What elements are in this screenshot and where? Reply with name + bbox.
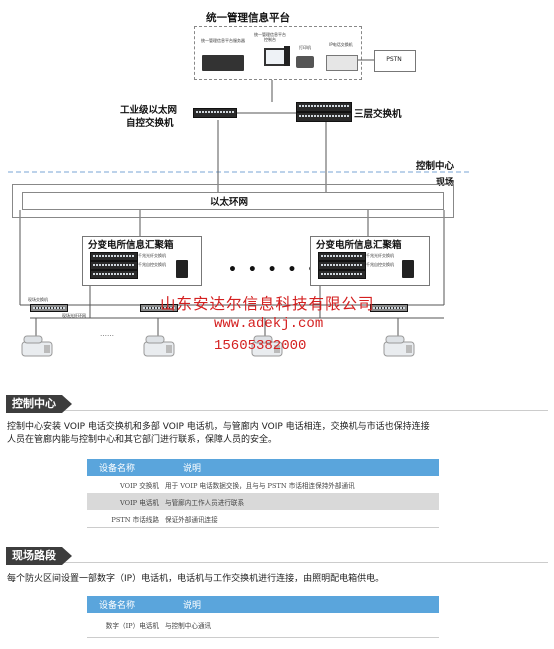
cabinet-right-title: 分变电所信息汇聚箱 [316, 240, 402, 251]
section1-text-line2: 人员在管廊内能与控制中心和其它部门进行联系，保障人员的安全。 [7, 435, 278, 445]
network-diagram-lines [8, 59, 470, 336]
field-switch-left [30, 304, 68, 312]
section1-heading: 控制中心 [6, 395, 72, 413]
table-row: PSTN 市话线路 保证外部通讯连接 [87, 510, 439, 528]
l3-switch-device-2 [296, 112, 352, 122]
cell-desc: 用于 VOIP 电话数据交换，且与与 PSTN 市话相连保持外部通讯 [165, 481, 355, 490]
section2-table: 设备名称 说明 数字（IP）电话机 与控制中心通讯 [87, 596, 439, 638]
fiber-ring-label: 现场光纤环网 [62, 313, 86, 318]
section2-divider [6, 562, 548, 563]
cell-device: 数字（IP）电话机 [105, 622, 159, 630]
control-center-label: 控制中心 [416, 161, 455, 172]
cabinet-left-switch-3 [90, 270, 138, 279]
watermark-company: 山东安达尔信息科技有限公司 [160, 295, 375, 313]
header-device-name: 设备名称 [99, 601, 136, 611]
cabinet-right-line-2: 千兆自控交换机 [366, 262, 394, 267]
server-label: 统一管理信息平台服务器 [201, 38, 245, 43]
cell-device: VOIP 电话机 [120, 498, 159, 507]
cabinet-left-line-1: 千兆光纤交换机 [138, 253, 166, 258]
section1-table: 设备名称 说明 VOIP 交换机 用于 VOIP 电话数据交换，且与与 PSTN… [87, 459, 439, 528]
ethernet-ring-outer [12, 184, 454, 218]
cabinet-left-switch-1 [90, 252, 138, 261]
ip-phone-icon-2 [143, 335, 175, 357]
cabinet-left-server-icon [176, 260, 188, 278]
ip-phone-switch-icon [326, 55, 358, 71]
section1-text-line1: 控制中心安装 VOIP 电话交换机和多部 VOIP 电话机，与管廊内 VOIP … [7, 422, 430, 432]
console-monitor-icon [264, 48, 286, 66]
ip-phone-switch-label: IP电话交换机 [329, 42, 353, 47]
table-row: 数字（IP）电话机 与控制中心通讯 [87, 613, 439, 638]
field-label: 现场 [436, 178, 455, 188]
section2-text: 每个防火区间设置一部数字（IP）电话机，电话机与工作交换机进行连接，由照明配电箱… [7, 574, 385, 584]
console-label: 统一管理信息平台控制台 [254, 32, 286, 42]
header-device-name: 设备名称 [99, 464, 136, 474]
cabinet-right-switch-2 [318, 261, 366, 270]
watermark-url: www.adekj.com [214, 316, 324, 332]
cabinet-left-line-2: 千兆自控交换机 [138, 262, 166, 267]
field-switch-right [370, 304, 408, 312]
ethernet-ring-inner [22, 192, 444, 210]
section1-divider [6, 410, 548, 411]
l3-switch-label: 三层交换机 [354, 109, 402, 120]
industrial-switch-label-1: 工业级以太网 [120, 105, 178, 116]
printer-label: 打印机 [299, 45, 311, 50]
table-row: VOIP 交换机 用于 VOIP 电话数据交换，且与与 PSTN 市话相连保持外… [87, 476, 439, 493]
cabinet-left-title: 分变电所信息汇聚箱 [88, 240, 174, 251]
header-description: 说明 [183, 601, 202, 611]
platform-box [194, 26, 362, 80]
cell-device: PSTN 市话线路 [111, 515, 159, 524]
ip-phone-icon-4 [383, 335, 415, 357]
field-switch-left-label: 现场交换机 [28, 297, 48, 302]
cabinet-right-server-icon [402, 260, 414, 278]
pstn-box [374, 50, 416, 72]
server-device [202, 55, 244, 71]
section2-heading: 现场路段 [6, 547, 72, 565]
cell-desc: 与控制中心通讯 [165, 622, 212, 630]
header-description: 说明 [183, 464, 202, 474]
printer-icon [296, 56, 314, 68]
industrial-switch-device [193, 108, 237, 118]
cabinet-right-line-1: 千兆光纤交换机 [366, 253, 394, 258]
section2-table-header: 设备名称 说明 [87, 596, 439, 613]
cabinet-right-switch-3 [318, 270, 366, 279]
more-cabinets-dots: • • • • • • [228, 262, 340, 278]
platform-title: 统一管理信息平台 [206, 12, 290, 24]
cabinet-left-switch-2 [90, 261, 138, 270]
section1-table-header: 设备名称 说明 [87, 459, 439, 476]
l3-switch-device [296, 102, 352, 112]
field-switch-mid [140, 304, 178, 312]
cabinet-right-switch-1 [318, 252, 366, 261]
console-tower-icon [284, 46, 290, 66]
cell-device: VOIP 交换机 [120, 481, 159, 490]
table-row: VOIP 电话机 与管廊内工作人员进行联系 [87, 493, 439, 510]
pstn-label: PSTN [386, 56, 402, 63]
ip-phone-icon-3 [251, 335, 283, 357]
cell-desc: 保证外部通讯连接 [165, 515, 218, 524]
watermark-phone: 15605382000 [214, 338, 307, 354]
field-dots-left: …… [100, 330, 114, 338]
industrial-switch-label-2: 自控交换机 [126, 118, 174, 129]
cell-desc: 与管廊内工作人员进行联系 [165, 498, 245, 507]
ethernet-ring-label: 以太环网 [210, 197, 249, 208]
ip-phone-icon-1 [21, 335, 53, 357]
